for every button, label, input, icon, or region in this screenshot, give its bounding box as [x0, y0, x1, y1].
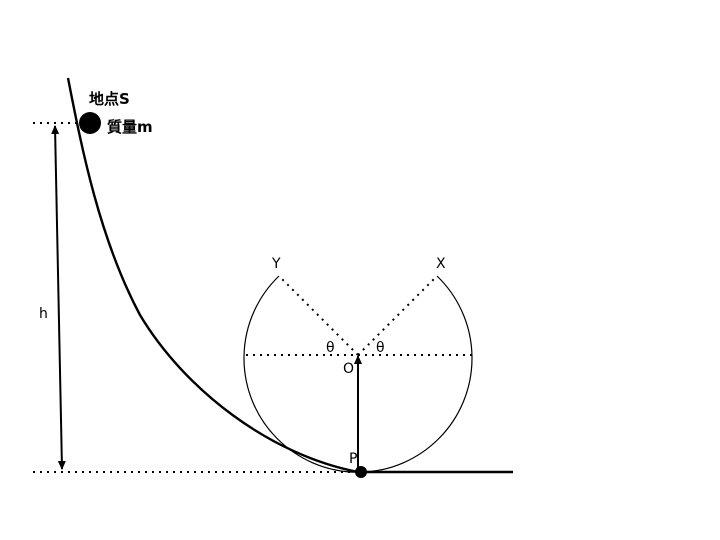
point-y-label: Y: [271, 256, 281, 272]
point-p-label: P: [349, 451, 357, 467]
angle-left-label: θ: [326, 340, 335, 356]
slope-track: [66, 77, 359, 474]
angle-right-label: θ: [376, 340, 385, 356]
height-label: h: [39, 306, 48, 322]
radius-line-to-y: [278, 275, 359, 356]
height-arrow: [51, 125, 66, 470]
center-o-label: O: [343, 361, 354, 377]
radius-line-to-x: [357, 275, 438, 356]
mass-label: 質量m: [107, 118, 153, 136]
point-x-label: X: [436, 256, 446, 272]
mass-ball: [79, 112, 101, 134]
point-s-label: 地点S: [89, 90, 130, 108]
point-p-dot: [355, 466, 367, 478]
